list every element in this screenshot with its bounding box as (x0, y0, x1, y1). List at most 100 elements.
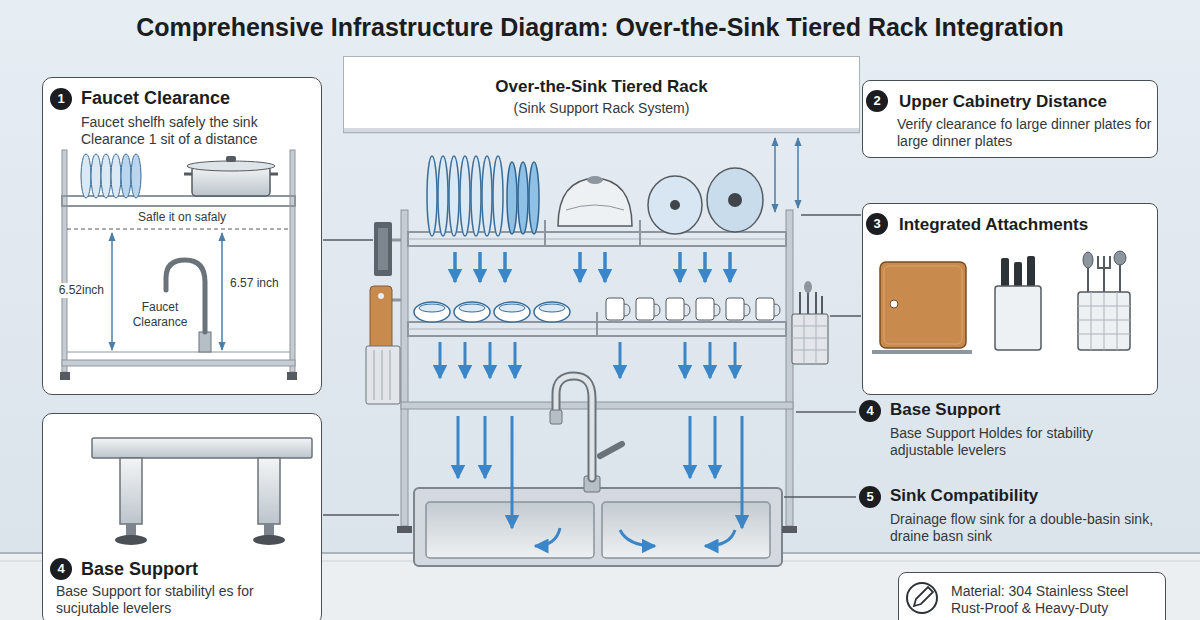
material-icon (914, 587, 933, 606)
base-support-leg (264, 524, 274, 536)
side-attachments (392, 299, 401, 302)
diagram-title: Comprehensive Infrastructure Diagram: Ov… (136, 12, 1064, 43)
callout-number: 4 (50, 558, 72, 580)
rack-frame (401, 210, 408, 526)
dishes (471, 156, 481, 236)
dishes (666, 298, 684, 320)
rack-frame (786, 210, 793, 526)
dishes (566, 205, 624, 210)
callout-body: Base Support Holdes for stability adjust… (890, 425, 1152, 459)
faucet-clearance-inset (67, 352, 290, 353)
drainage-arrow (464, 342, 467, 378)
drainage-arrow (484, 416, 487, 478)
leader-line (801, 214, 861, 216)
side-attachments (366, 222, 828, 404)
dishes (756, 298, 774, 320)
faucet-clearance-inset (60, 372, 70, 380)
dishes (414, 302, 450, 322)
dimension-arrow (775, 138, 798, 212)
cabinet-trim (343, 128, 860, 134)
attachment-icons (1114, 251, 1126, 265)
rack-frame (639, 220, 641, 246)
panel-body: Faucet shelfh safely the sink Clearance … (81, 114, 301, 148)
callout-body: Drainage flow sink for a double-basin si… (890, 511, 1158, 545)
drainage-arrow (439, 342, 442, 378)
material-badge: Material: 304 Stainless Steel Rust-Proof… (898, 572, 1166, 620)
dishes (482, 156, 492, 236)
panel-body: Material: 304 Stainless Steel Rust-Proof… (951, 583, 1156, 617)
panel-heading: Over-the-Sink Tiered Rack (344, 77, 859, 98)
drainage-arrow (454, 252, 457, 282)
dishes (728, 193, 742, 207)
dishes (654, 304, 660, 316)
base-support-leg (115, 535, 147, 545)
rack-frame (408, 239, 786, 240)
faucet-clearance-inset (121, 154, 131, 198)
faucet-clearance-inset (62, 150, 67, 372)
dishes (534, 302, 570, 322)
panel-fill (42, 56, 1166, 620)
faucet-clearance-inset (91, 154, 101, 198)
base-support-leg (92, 438, 312, 458)
material-icon (907, 583, 937, 613)
faucet-clearance-inset (287, 372, 297, 380)
drainage-arrow (440, 252, 742, 546)
cabinet-trim (343, 128, 860, 134)
callout-number: 3 (866, 213, 888, 235)
drainage-arrow (489, 342, 492, 378)
panel-fill (862, 203, 1158, 395)
drainage-arrow (514, 342, 517, 378)
drainage-arrow (714, 416, 717, 478)
attachment-icons (1078, 292, 1130, 350)
drainage-arrow (604, 252, 607, 282)
attachment-icons (884, 266, 962, 344)
faucet-clearance-inset (111, 233, 113, 350)
drainage-arrow (689, 416, 692, 478)
side-attachments (792, 314, 828, 364)
drainage-arrow (704, 252, 707, 282)
rack-frame (397, 210, 797, 533)
leader-line (796, 411, 856, 413)
dishes (606, 298, 624, 320)
attachment-icons (995, 286, 1041, 350)
dishes (427, 156, 437, 236)
rack-frame (401, 402, 793, 409)
callout-panel: Base SupportBase Support for stabilityl … (42, 413, 322, 620)
callout-panel: Faucet ClearanceFaucet shelfh safely the… (42, 77, 322, 395)
faucet (600, 444, 622, 456)
faucet-clearance-inset (199, 332, 211, 352)
cabinet-label: Over-the-Sink Tiered Rack(Sink Support R… (343, 56, 860, 133)
sink (602, 502, 770, 558)
dishes (438, 156, 448, 236)
dishes (684, 304, 690, 316)
dishes (648, 176, 702, 234)
callout-number: 5 (859, 486, 881, 508)
faucet-clearance-inset (226, 156, 236, 162)
dishes (558, 178, 632, 226)
callout-heading: Sink Compatibility (890, 486, 1038, 507)
side-attachments (804, 281, 812, 293)
dishes (726, 298, 744, 320)
rack-frame (596, 312, 598, 336)
sink (426, 502, 594, 558)
faucet (550, 376, 622, 492)
attachment-icons (872, 350, 972, 354)
dishes (414, 156, 780, 322)
side-attachments (378, 293, 384, 299)
panel-heading: Upper Cabinetry Distance (899, 92, 1107, 113)
dishes (419, 304, 445, 312)
panel-fill (862, 80, 1158, 158)
dishes (493, 156, 503, 236)
dishes (494, 302, 530, 322)
drainage-arrow (705, 530, 735, 546)
panel-body: Verify clearance fo large dinner plates … (897, 116, 1153, 150)
dimension-arrow (774, 138, 776, 212)
dishes (460, 156, 470, 236)
dishes (539, 304, 565, 312)
attachment-icons (1001, 258, 1009, 288)
callout-heading: Base Support (890, 400, 1001, 421)
side-attachments (374, 222, 392, 276)
faucet-clearance-inset (187, 161, 275, 171)
dishes (707, 168, 763, 232)
